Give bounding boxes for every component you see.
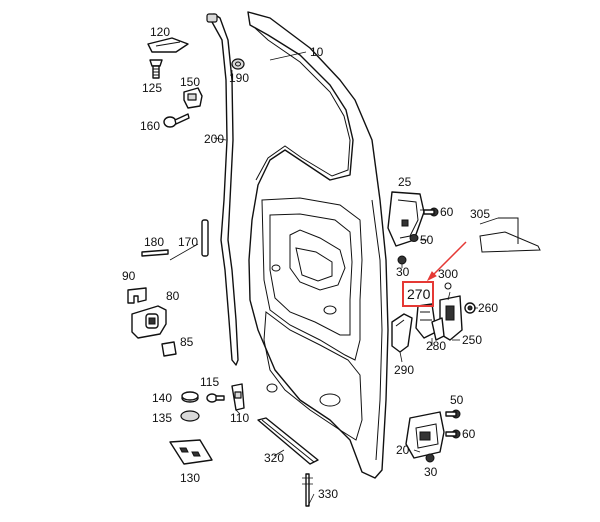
part-320-rail [257,417,319,465]
part-60-bolt-lower [445,429,461,439]
callout-260: 260 [478,301,498,315]
callout-140: 140 [152,391,172,405]
callout-200: 200 [204,132,224,146]
leader-lines [169,51,478,507]
highlight-arrow [429,241,467,279]
callout-125: 125 [142,81,162,95]
callout-labels: 10 120 125 150 160 190 200 180 170 90 80… [122,25,498,501]
callout-10: 10 [310,45,324,59]
callout-90: 90 [122,269,136,283]
callout-50-upper: 50 [420,233,434,247]
callout-160: 160 [140,119,160,133]
callout-270: 270 [407,286,431,302]
part-120-clip [147,37,189,53]
part-30-nut-upper [397,255,407,265]
callout-250: 250 [462,333,482,347]
callout-20: 20 [396,443,410,457]
callout-120: 120 [150,25,170,39]
callout-50-lower: 50 [450,393,464,407]
part-50-bolt-upper [409,234,419,242]
part-290-cover [391,313,413,353]
part-110-bracket [231,383,245,411]
door-seal [206,13,239,366]
part-60-bolt-upper [423,207,439,217]
door-frame [247,11,389,479]
part-80-handle [131,305,167,339]
part-180-rod [141,249,169,257]
part-170-pin [201,219,209,257]
part-280-lever [431,317,445,341]
part-25-hinge-upper [387,191,425,247]
callout-170: 170 [178,235,198,249]
part-150-bracket [183,87,203,109]
part-330-rod [302,473,313,507]
callout-190: 190 [229,71,249,85]
part-115-screw [206,393,225,403]
callout-150: 150 [180,75,200,89]
part-30-nut-lower [425,453,435,463]
highlight-arrowhead [426,271,437,282]
part-190-grommet [231,58,245,70]
callout-30-lower: 30 [424,465,438,479]
part-160-bolt [163,113,190,128]
callout-330: 330 [318,487,338,501]
part-135-plug [180,410,200,422]
highlight-box [402,281,434,307]
callout-290: 290 [394,363,414,377]
callout-320: 320 [264,451,284,465]
callout-85: 85 [180,335,194,349]
callout-300: 300 [438,267,458,281]
callout-130: 130 [180,471,200,485]
part-300-spring [444,282,452,290]
callout-80: 80 [166,289,180,303]
callout-280: 280 [426,339,446,353]
part-85-cap [161,341,177,357]
callout-30-upper: 30 [396,265,410,279]
part-270-mechanism [415,303,437,339]
part-90-plate [127,287,147,304]
callout-305: 305 [470,207,490,221]
part-125-screw [149,59,163,79]
part-305-cable [479,217,541,253]
callout-135: 135 [152,411,172,425]
callout-110: 110 [230,411,249,425]
part-130-plate [169,439,213,465]
callout-60-upper: 60 [440,205,454,219]
highlight-270 [402,241,467,307]
callout-115: 115 [200,375,219,389]
callout-180: 180 [144,235,164,249]
part-50-bolt-lower [445,409,461,419]
callout-60-lower: 60 [462,427,476,441]
part-140-washer [181,391,199,403]
callout-25: 25 [398,175,412,189]
part-260-nut [464,302,476,314]
part-20-hinge-lower [405,411,445,459]
